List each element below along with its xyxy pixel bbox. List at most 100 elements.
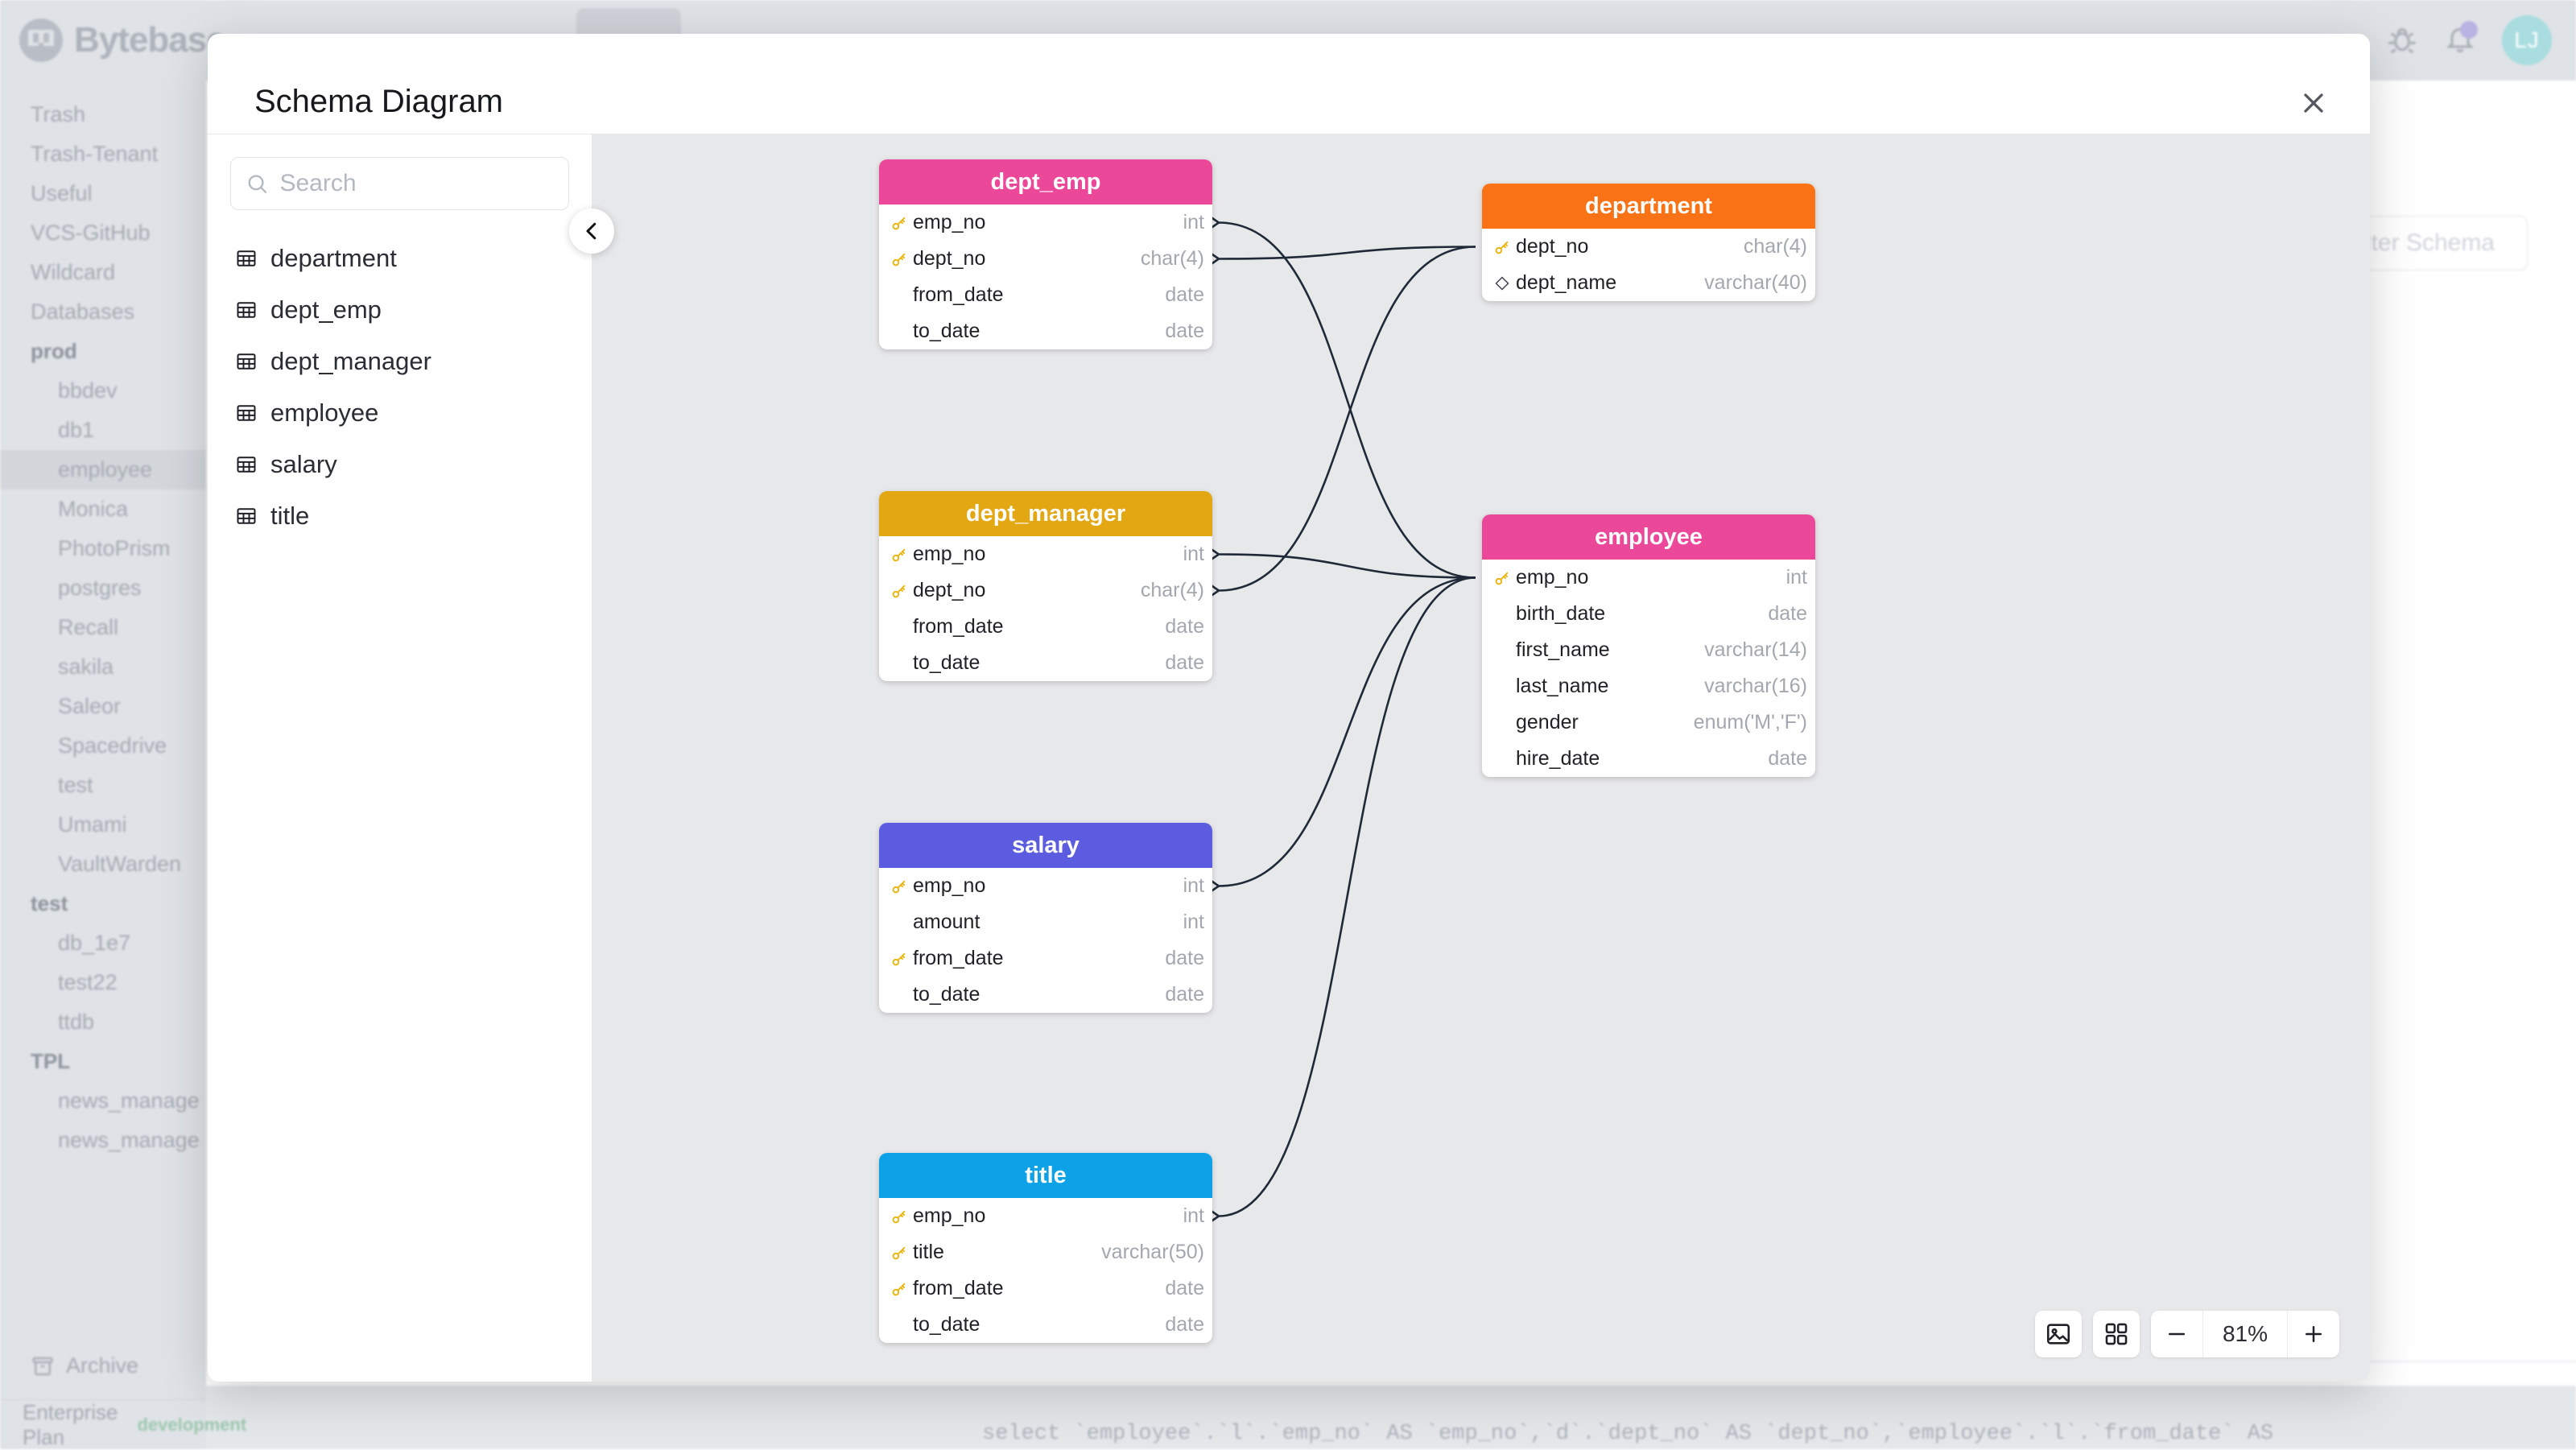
table-list-item-salary[interactable]: salary — [230, 439, 569, 490]
sidebar-item-trash-tenant[interactable]: Trash-Tenant — [0, 134, 206, 174]
sidebar-item-ttdb[interactable]: ttdb — [0, 1002, 206, 1042]
sidebar-item-prod[interactable]: prod — [0, 332, 206, 371]
sidebar-item-trash[interactable]: Trash — [0, 95, 206, 134]
plan-label: Enterprise Plan — [23, 1400, 118, 1450]
sidebar-item-spacedrive[interactable]: Spacedrive — [0, 726, 206, 766]
environment-label: development — [138, 1415, 247, 1436]
table-icon — [235, 505, 258, 527]
sidebar-item-saleor[interactable]: Saleor — [0, 687, 206, 726]
bug-icon[interactable] — [2386, 24, 2418, 56]
close-button[interactable] — [2291, 81, 2336, 126]
sidebar-item-umami[interactable]: Umami — [0, 805, 206, 845]
relationship-edge — [1219, 223, 1476, 578]
primary-key-icon — [889, 1280, 910, 1298]
sidebar-item-postgres[interactable]: postgres — [0, 568, 206, 608]
sidebar-item-useful[interactable]: Useful — [0, 174, 206, 213]
brand-logo[interactable]: Bytebase — [0, 19, 225, 62]
table-node-header: dept_manager — [879, 491, 1212, 536]
zoom-level-label: 81% — [2203, 1321, 2287, 1347]
sidebar-item-vcs-github[interactable]: VCS-GitHub — [0, 213, 206, 253]
avatar[interactable]: LJ — [2502, 15, 2552, 65]
sidebar-item-wildcard[interactable]: Wildcard — [0, 253, 206, 292]
sidebar-item-bbdev[interactable]: bbdev — [0, 371, 206, 411]
plus-icon — [2301, 1322, 2326, 1346]
tables-list: department dept_emp dept_manager employee sa… — [230, 233, 569, 542]
sidebar-item-archive[interactable]: Archive — [0, 1345, 206, 1386]
table-icon — [235, 299, 258, 321]
table-list-item-label: department — [270, 244, 397, 273]
notifications-button[interactable] — [2444, 23, 2476, 59]
table-icon — [235, 453, 258, 476]
sidebar-item-db1[interactable]: db1 — [0, 411, 206, 450]
sidebar-item-sakila[interactable]: sakila — [0, 647, 206, 687]
table-list-item-label: title — [270, 502, 309, 531]
sidebar-item-vaultwarden[interactable]: VaultWarden — [0, 845, 206, 884]
sidebar-item-employee[interactable]: employee — [0, 450, 206, 490]
table-list-item-department[interactable]: department — [230, 233, 569, 284]
primary-key-icon — [889, 250, 910, 268]
table-list-item-label: employee — [270, 399, 378, 428]
table-list-item-dept_manager[interactable]: dept_manager — [230, 336, 569, 387]
relationship-edge — [1219, 578, 1476, 1217]
sidebar-item-db-1e7[interactable]: db_1e7 — [0, 923, 206, 963]
brand-name: Bytebase — [74, 20, 225, 60]
search-icon — [246, 171, 268, 196]
table-icon — [235, 247, 258, 270]
sidebar-item-test[interactable]: test — [0, 884, 206, 923]
sidebar-item-recall[interactable]: Recall — [0, 608, 206, 647]
table-list-item-employee[interactable]: employee — [230, 387, 569, 439]
table-node-header: employee — [1482, 514, 1815, 560]
zoom-out-button[interactable] — [2151, 1311, 2202, 1357]
sidebar-item-test[interactable]: test — [0, 766, 206, 805]
table-list-item-label: dept_manager — [270, 347, 431, 376]
table-list-item-dept_emp[interactable]: dept_emp — [230, 284, 569, 336]
notification-badge — [2460, 21, 2478, 39]
image-icon — [2045, 1320, 2072, 1348]
tables-panel: department dept_emp dept_manager employee sa… — [208, 134, 592, 1382]
sidebar-item-test22[interactable]: test22 — [0, 963, 206, 1002]
layout-grid-button[interactable] — [2093, 1311, 2140, 1357]
sidebar-item-news-manage[interactable]: news_manage — [0, 1081, 206, 1121]
primary-key-icon — [1492, 569, 1513, 587]
sql-preview-text: select `employee`.`l`.`emp_no` AS `emp_n… — [982, 1422, 2273, 1446]
table-icon — [235, 350, 258, 373]
minus-icon — [2165, 1322, 2189, 1346]
canvas-toolbar: 81% — [2035, 1311, 2339, 1357]
search-box[interactable] — [230, 157, 569, 210]
collapse-panel-button[interactable] — [569, 209, 614, 254]
sidebar-item-news-manage[interactable]: news_manage — [0, 1121, 206, 1160]
zoom-in-button[interactable] — [2288, 1311, 2339, 1357]
search-input[interactable] — [279, 170, 554, 197]
plan-status-bar: Enterprise Plan development — [0, 1399, 206, 1449]
export-image-button[interactable] — [2035, 1311, 2082, 1357]
table-list-item-title[interactable]: title — [230, 490, 569, 542]
table-icon — [235, 402, 258, 424]
table-list-item-label: salary — [270, 450, 337, 479]
sidebar-item-photoprism[interactable]: PhotoPrism — [0, 529, 206, 568]
sidebar-item-databases[interactable]: Databases — [0, 292, 206, 332]
archive-icon — [31, 1354, 55, 1378]
table-node-header: department — [1482, 184, 1815, 229]
sidebar-item-tpl[interactable]: TPL — [0, 1042, 206, 1081]
sidebar-item-monica[interactable]: Monica — [0, 490, 206, 529]
